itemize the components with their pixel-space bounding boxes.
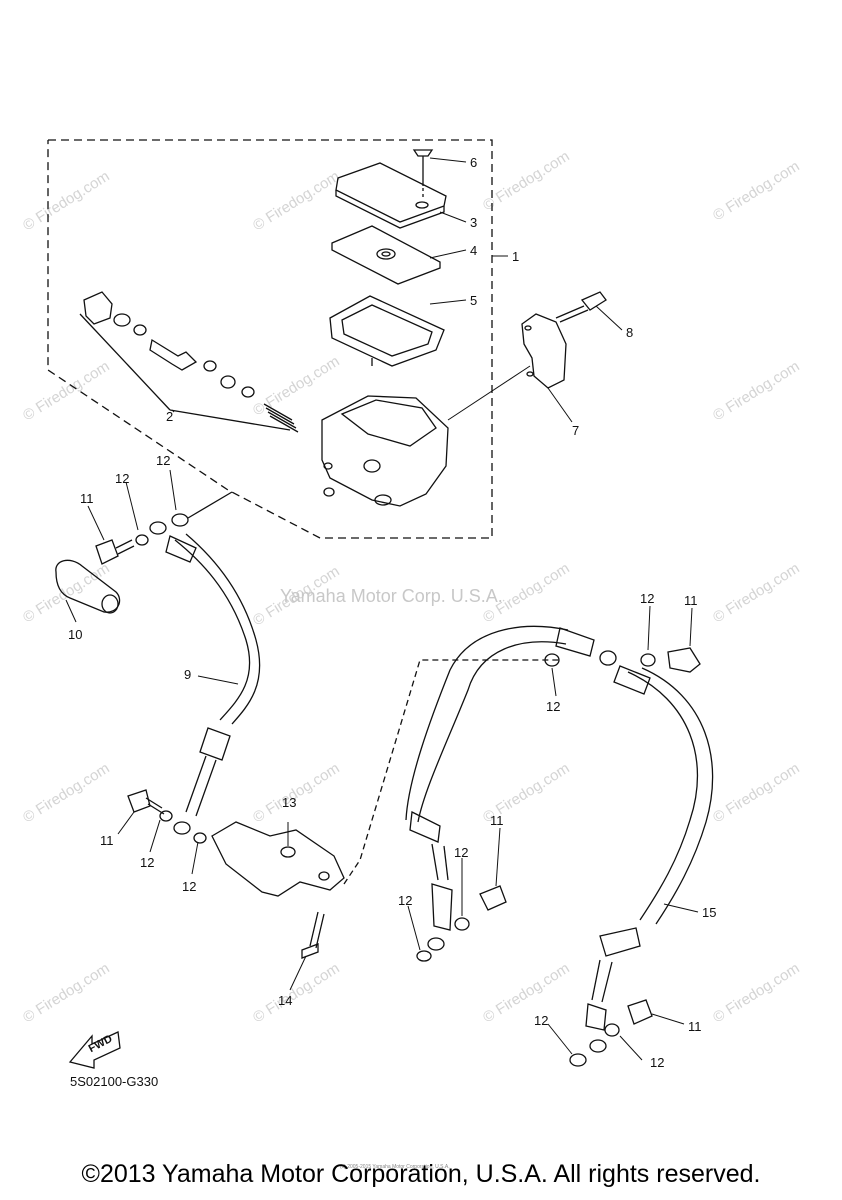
piston-kit-part-2 [79, 291, 299, 433]
callout-12: 12 [115, 471, 130, 486]
joint-part-13 [211, 821, 345, 897]
callout-7: 7 [572, 423, 580, 438]
callout-12: 12 [546, 699, 561, 714]
leader-lines [65, 157, 699, 1061]
callout-6: 6 [470, 155, 478, 170]
callout-12: 12 [454, 845, 469, 860]
copyright-footer: ©2013 Yamaha Motor Corporation, U.S.A. A… [81, 1160, 761, 1188]
callout-11: 11 [688, 1019, 702, 1034]
brake-hose-part-9 [149, 491, 261, 835]
callout-12: 12 [534, 1013, 549, 1028]
callout-12: 12 [156, 453, 171, 468]
holder-part-7 [521, 313, 567, 389]
callout-11: 11 [684, 593, 698, 608]
union-bolt-part-11 [95, 534, 149, 565]
union-bolt-part-11 [127, 789, 207, 844]
union-bolt-part-11 [416, 647, 701, 1067]
assembly-boundary [47, 139, 493, 539]
cover-part-10 [55, 559, 121, 614]
diaphragm-part-4 [331, 225, 441, 285]
brake-hose-part-15 [405, 625, 714, 1053]
callout-5: 5 [470, 293, 478, 308]
callout-8: 8 [626, 325, 634, 340]
callout-11: 11 [490, 813, 504, 828]
callout-11: 11 [80, 491, 94, 506]
bolt-part-14 [301, 911, 325, 959]
reservoir-cap-part-3 [335, 162, 447, 229]
callout-15: 15 [702, 905, 717, 920]
center-watermark: Yamaha Motor Corp. U.S.A. [280, 586, 503, 606]
callout-12: 12 [650, 1055, 665, 1070]
master-cylinder-body [321, 395, 449, 507]
bolt-part-8 [555, 291, 607, 323]
callout-9: 9 [184, 667, 192, 682]
forward-arrow [68, 1031, 121, 1069]
diagram-code: 5S02100-G330 [70, 1074, 159, 1089]
screw-part-6 [412, 149, 434, 200]
callout-4: 4 [470, 243, 478, 258]
callout-12: 12 [182, 879, 197, 894]
gasket-part-5 [329, 295, 445, 367]
callout-14: 14 [278, 993, 293, 1008]
callout-12: 12 [398, 893, 413, 908]
callout-13: 13 [282, 795, 297, 810]
callout-12: 12 [140, 855, 155, 870]
callout-10: 10 [68, 627, 83, 642]
callout-3: 3 [470, 215, 478, 230]
callout-12: 12 [640, 591, 655, 606]
callout-1: 1 [512, 249, 520, 264]
fine-print: (c) 2005-2015 Yamaha Motor Corporation, … [340, 1164, 450, 1170]
callout-11: 11 [100, 833, 114, 848]
callout-2: 2 [166, 409, 174, 424]
